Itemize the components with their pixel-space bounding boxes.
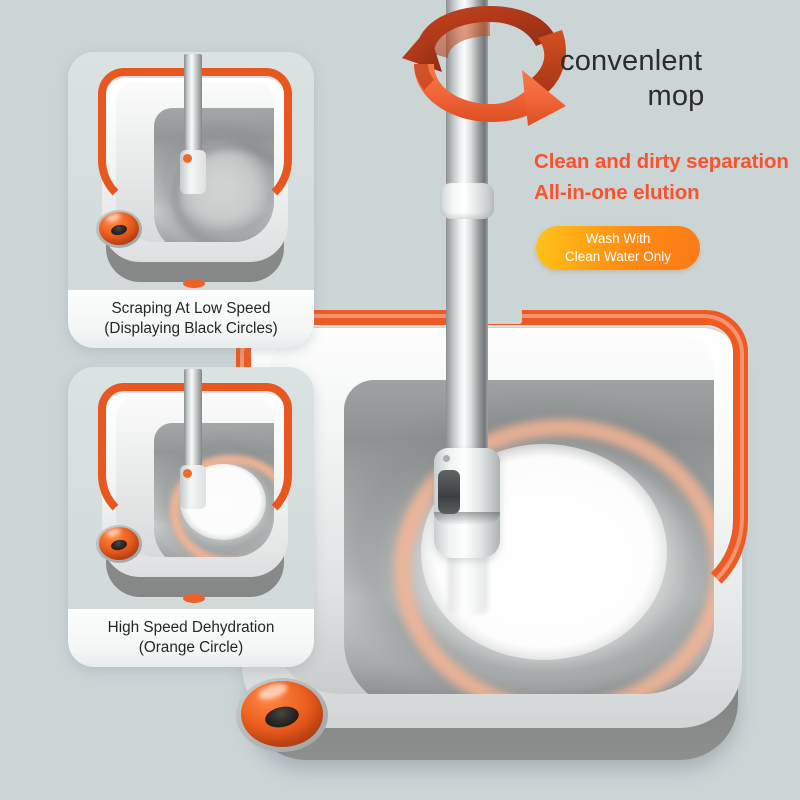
badge-line-2: Clean Water Only: [564, 249, 672, 264]
panel-1-caption-line-2: (Displaying Black Circles): [104, 320, 278, 337]
panel-2-caption-line-1: High Speed Dehydration: [107, 619, 275, 637]
rotation-arrow-icon: [398, 2, 578, 134]
spinner-shaft: [448, 548, 488, 614]
panel-caption-low-speed: Scraping At Low Speed (Displaying Black …: [68, 290, 314, 348]
panel-caption-high-speed: High Speed Dehydration (Orange Circle): [68, 609, 314, 667]
spinner-pin-icon: [443, 455, 450, 462]
mini-front-drain-plug: [183, 594, 205, 603]
badge-line-1: Wash With: [585, 231, 651, 247]
mini-spinner-pin-icon: [183, 469, 192, 478]
bucket-inner-basin: [270, 334, 714, 694]
spinner-slot: [438, 470, 460, 514]
mini-drain-spout: [96, 210, 142, 248]
mini-front-drain-plug: [183, 279, 205, 288]
panel-1-caption-line-1: Scraping At Low Speed: [111, 300, 271, 318]
mini-water-chamber: [154, 108, 274, 242]
drain-spout: [236, 678, 328, 752]
pole-collar: [440, 183, 494, 219]
page-title: convenlent mop: [560, 44, 792, 115]
headline-line-2: All-in-one elution: [534, 181, 700, 205]
mini-bucket-low-speed: [88, 54, 300, 296]
mini-ring-black-circle: [171, 140, 274, 242]
bucket-water-chamber: [344, 380, 714, 694]
wash-instruction-badge: Wash With Clean Water Only: [536, 226, 700, 270]
mini-bucket-high-speed: [88, 369, 300, 611]
inset-panel-low-speed: Scraping At Low Speed (Displaying Black …: [68, 52, 314, 348]
title-line-1: convenlent: [560, 45, 703, 77]
feature-headline: Clean and dirty separation All-in-one el…: [534, 146, 798, 208]
inset-panel-high-speed: High Speed Dehydration (Orange Circle): [68, 367, 314, 667]
title-line-2: mop: [647, 80, 705, 113]
mini-spinner-pin-icon: [183, 154, 192, 163]
headline-line-1: Clean and dirty separation: [534, 150, 789, 173]
mini-ring-orange-circle: [170, 454, 274, 557]
spinner-band: [434, 512, 500, 524]
mini-drain-spout: [96, 525, 142, 563]
panel-2-caption-line-2: (Orange Circle): [138, 639, 244, 656]
